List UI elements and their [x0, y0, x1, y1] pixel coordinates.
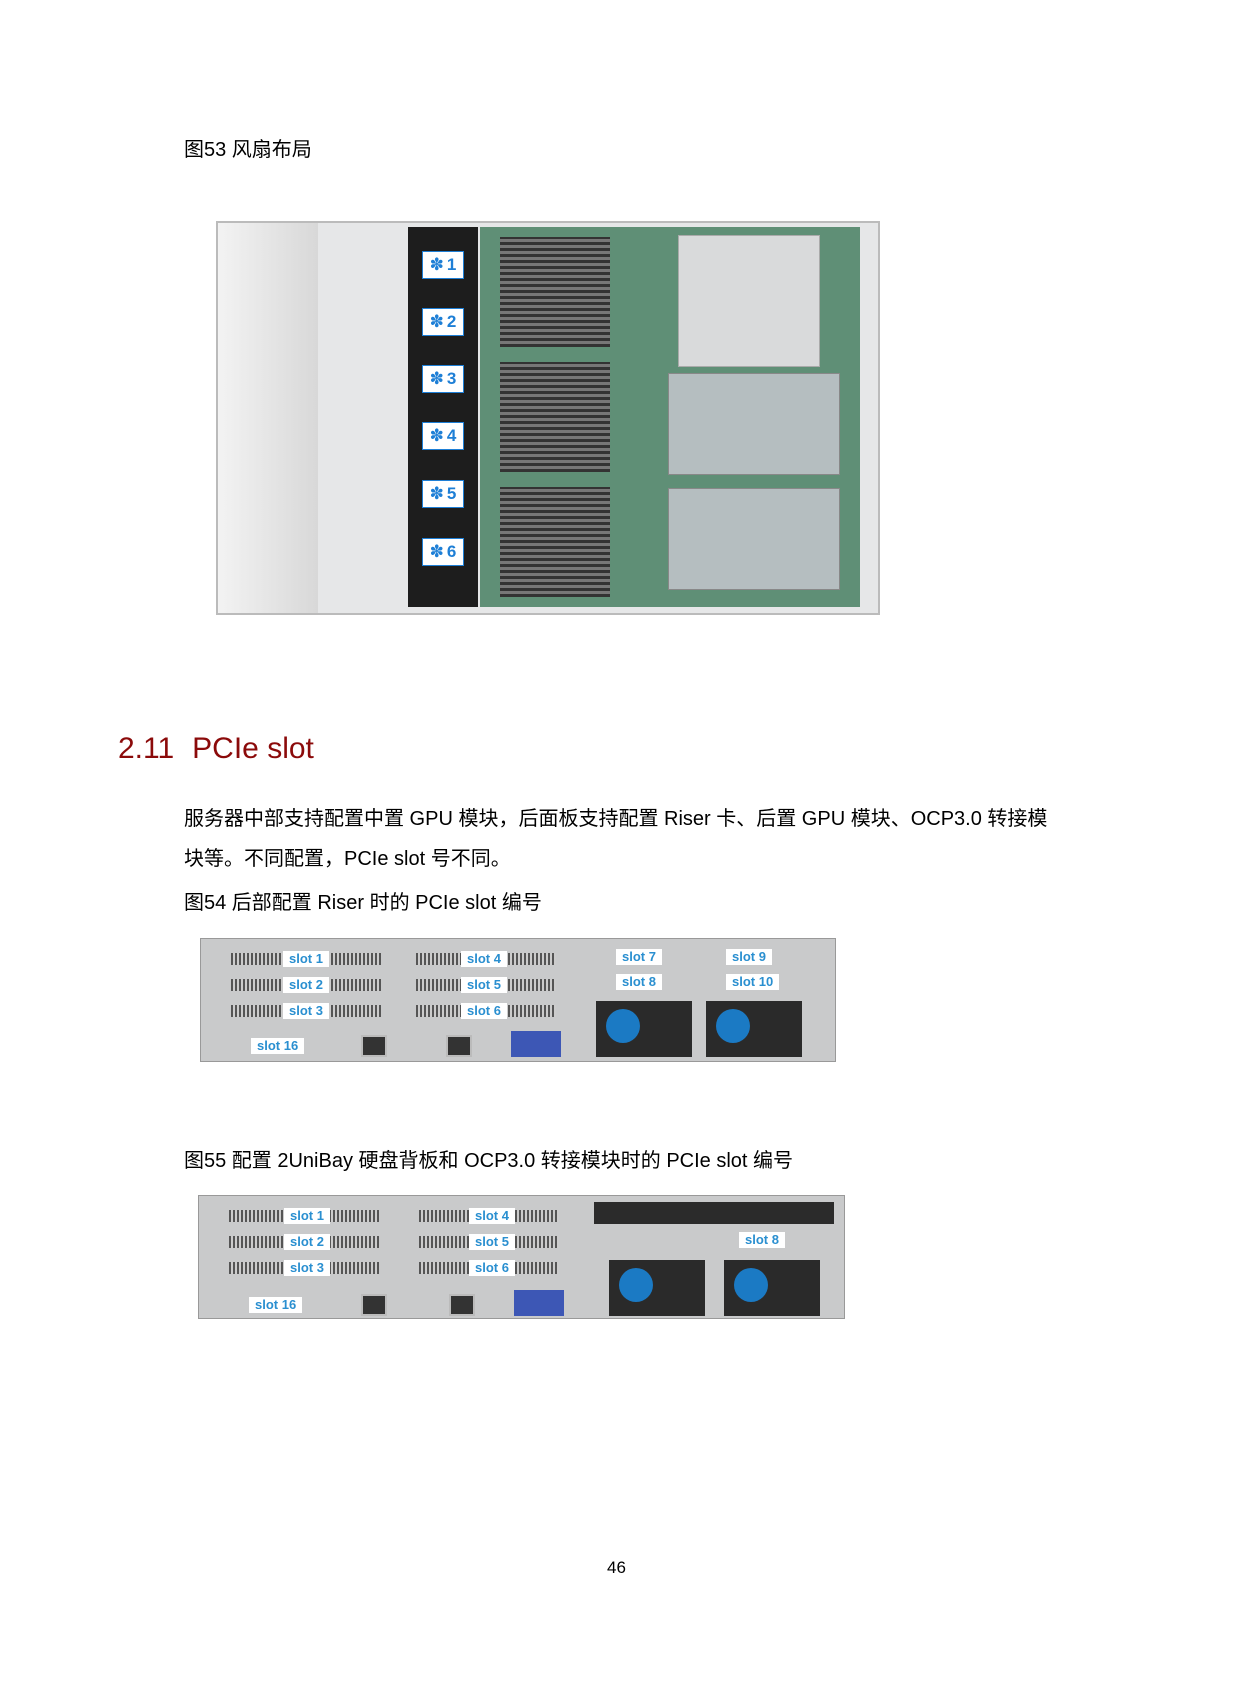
- slot-label: slot 4: [469, 1208, 515, 1224]
- page-number: 46: [607, 1558, 626, 1577]
- slot-label: slot 5: [469, 1234, 515, 1250]
- slot-label: slot 3: [284, 1260, 330, 1276]
- rear-unibay-ocp-image: slot 1 slot 2 slot 3 slot 4 slot 5 slot …: [198, 1195, 845, 1319]
- slot-label: slot 4: [461, 951, 507, 967]
- fan-3: ✽3: [422, 365, 464, 393]
- figure-55-caption: 图55 配置 2UniBay 硬盘背板和 OCP3.0 转接模块时的 PCIe …: [184, 1150, 794, 1172]
- slot-label: slot 8: [616, 974, 662, 990]
- fan-layout-image: ✽1 ✽2 ✽3 ✽4 ✽5 ✽6: [196, 201, 930, 652]
- fan-bay: ✽1 ✽2 ✽3 ✽4 ✽5 ✽6: [408, 227, 478, 607]
- fan-icon: ✽: [429, 369, 444, 388]
- slot-label: slot 6: [469, 1260, 515, 1276]
- fan-icon: ✽: [429, 426, 444, 445]
- slot-label: slot 2: [284, 1234, 330, 1250]
- fan-6: ✽6: [422, 538, 464, 566]
- paragraph-line-2: 块等。不同配置，PCIe slot 号不同。: [184, 848, 511, 870]
- figure-53-caption: 图53 风扇布局: [184, 139, 312, 161]
- slot-label: slot 5: [461, 977, 507, 993]
- fan-icon: ✽: [429, 312, 444, 331]
- fan-1: ✽1: [422, 251, 464, 279]
- paragraph-line-1: 服务器中部支持配置中置 GPU 模块，后面板支持配置 Riser 卡、后置 GP…: [184, 808, 1048, 830]
- slot-label: slot 1: [284, 1208, 330, 1224]
- slot-label: slot 7: [616, 949, 662, 965]
- slot-label: slot 8: [739, 1232, 785, 1248]
- slot-label: slot 1: [283, 951, 329, 967]
- slot-label: slot 3: [283, 1003, 329, 1019]
- slot-label: slot 9: [726, 949, 772, 965]
- slot-label: slot 2: [283, 977, 329, 993]
- slot-label: slot 10: [726, 974, 780, 990]
- fan-2: ✽2: [422, 308, 464, 336]
- figure-54-caption: 图54 后部配置 Riser 时的 PCIe slot 编号: [184, 892, 542, 914]
- fan-icon: ✽: [429, 255, 444, 274]
- slot-label: slot 6: [461, 1003, 507, 1019]
- fan-4: ✽4: [422, 422, 464, 450]
- fan-5: ✽5: [422, 480, 464, 508]
- rear-riser-image: slot 1 slot 2 slot 3 slot 4 slot 5 slot …: [200, 938, 836, 1062]
- fan-icon: ✽: [429, 484, 444, 503]
- slot-label: slot 16: [249, 1297, 303, 1313]
- slot-label: slot 16: [251, 1038, 305, 1054]
- fan-icon: ✽: [429, 542, 444, 561]
